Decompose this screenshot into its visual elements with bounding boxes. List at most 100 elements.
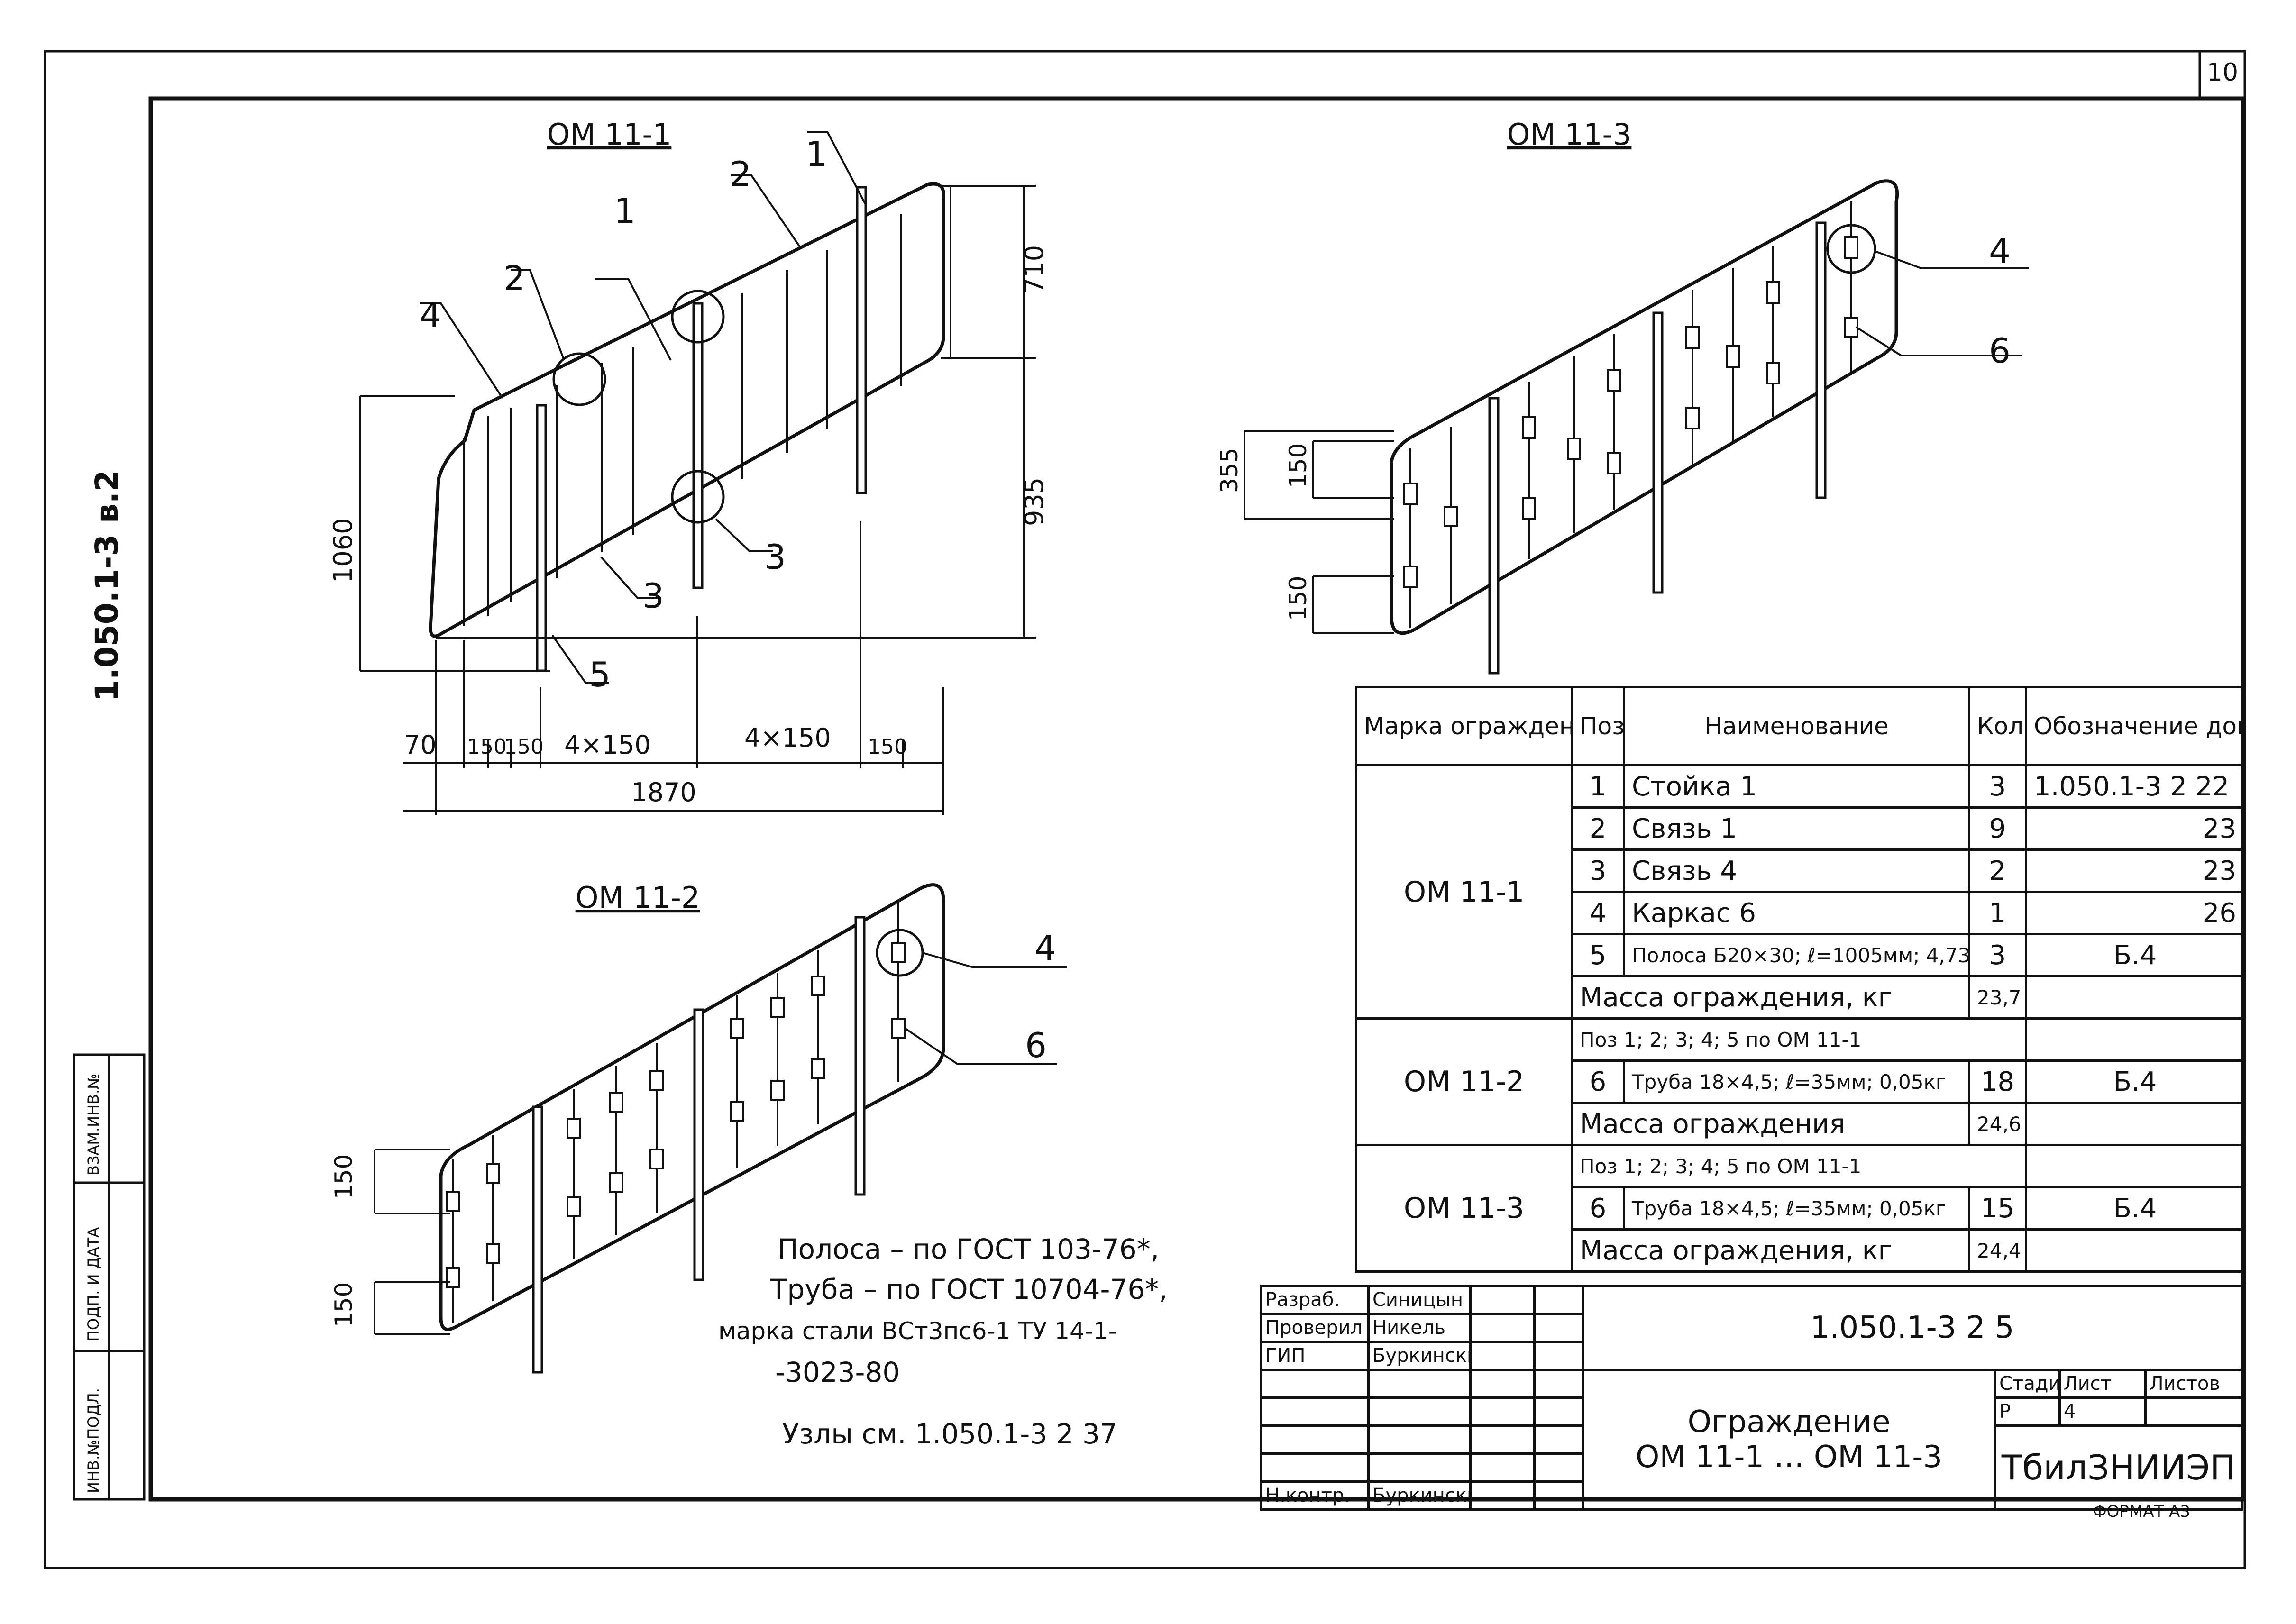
sheet-number: 4 (2058, 1396, 2147, 1427)
table-cell (2144, 1396, 2243, 1427)
om1-dim-1870: 1870 (631, 777, 696, 807)
note-line-4: -3023-80 (775, 1356, 900, 1388)
table-row: ГИПБуркинский (1260, 1341, 2242, 1371)
table-cell: Б.4 (2025, 933, 2245, 977)
table-row: Н.контр.Буркинский (1260, 1480, 2242, 1511)
table-cell (2025, 1144, 2245, 1188)
table-cell: 1 (1968, 891, 2027, 935)
drawing-om11-1: ОМ 11-1 1 2 1 (328, 117, 1049, 815)
om1-callout-2b: 2 (730, 154, 751, 194)
table-cell: Труба 18×4,5; ℓ=35мм; 0,05кг (1623, 1059, 1970, 1104)
table-cell (1260, 1369, 1370, 1399)
table-cell (1469, 1285, 1536, 1315)
table-cell: Листов (2144, 1369, 2243, 1399)
side-code: 1.050.1-3 в.2 (89, 470, 125, 702)
table-cell: 3 (1968, 764, 2027, 809)
table-row: ТбилЗНИИЭП (1260, 1424, 2243, 1511)
specification-table: Марка ограждения Поз. Наименование Кол. … (1355, 686, 2245, 1273)
om1-dim-70: 70 (404, 730, 437, 760)
table-cell: 2 (1571, 806, 1625, 851)
table-cell: Поз 1; 2; 3; 4; 5 по ОМ 11-1 (1571, 1017, 2027, 1062)
spec-header-doc: Обозначение документа (2025, 686, 2245, 766)
table-cell (1469, 1424, 1536, 1455)
table-cell: Каркас 6 (1623, 891, 1970, 935)
note-nodes: Узлы см. 1.050.1-3 2 37 (782, 1418, 1117, 1450)
table-cell: 24,6 (1968, 1102, 2027, 1146)
spec-mark-om1: ОМ 11-1 (1355, 764, 1573, 1020)
table-cell: Поз 1; 2; 3; 4; 5 по ОМ 11-1 (1571, 1144, 2027, 1188)
table-row: Разраб.Синицын 1.050.1-3 2 5 (1260, 1285, 2243, 1371)
table-cell: Б.4 (2025, 1059, 2245, 1104)
doc-code: 1.050.1-3 2 5 (1582, 1285, 2243, 1371)
om3-title: ОМ 11-3 (1507, 117, 1632, 152)
om1-callout-2a: 2 (503, 258, 525, 298)
table-cell: 2 (1968, 848, 2027, 893)
table-cell (1260, 1424, 1370, 1455)
table-cell (1367, 1452, 1472, 1483)
table-cell (1533, 1313, 1584, 1343)
table-cell: 23 (2025, 806, 2245, 851)
drawing-om11-3: ОМ 11-3 (1216, 117, 2029, 675)
table-cell (1533, 1424, 1584, 1455)
table-cell (2025, 1017, 2245, 1062)
notes-block: Полоса – по ГОСТ 103-76*, Труба – по ГОС… (718, 1233, 1168, 1450)
om1-callout-3a: 3 (764, 537, 786, 577)
table-cell (1367, 1396, 1472, 1427)
table-cell: Полоса Б20×30; ℓ=1005мм; 4,73кг (1623, 933, 1970, 977)
svg-text:ПОДП. И ДАТА: ПОДП. И ДАТА (84, 1227, 102, 1341)
table-cell (1260, 1452, 1370, 1483)
table-cell: 26 (2025, 891, 2245, 935)
om3-callout-4: 4 (1989, 231, 2011, 271)
table-row: ОМ 11-2 Поз 1; 2; 3; 4; 5 по ОМ 11-1 (1355, 1017, 2245, 1146)
om1-dim-150a: 150 (467, 735, 507, 759)
table-cell: 15 (1968, 1186, 2027, 1231)
om1-callout-4: 4 (420, 295, 441, 335)
table-cell (1367, 1424, 1472, 1455)
om1-dim-4x150b: 4×150 (744, 723, 831, 753)
table-cell: Стадия (1994, 1369, 2061, 1399)
om3-dim-150a: 150 (1284, 443, 1312, 488)
om2-callout-6: 6 (1025, 1025, 1047, 1065)
om2-dim-150b: 150 (330, 1282, 357, 1327)
spec-mark-om2: ОМ 11-2 (1355, 1017, 1573, 1146)
om1-dim-710: 710 (1019, 245, 1049, 294)
table-cell (2025, 1102, 2245, 1146)
note-line-1: Полоса – по ГОСТ 103-76*, (778, 1233, 1159, 1265)
table-cell (1533, 1396, 1584, 1427)
spec-mark-om3: ОМ 11-3 (1355, 1144, 1573, 1273)
table-row (1260, 1452, 2242, 1483)
om1-dim-935: 935 (1019, 477, 1049, 526)
table-cell (1533, 1341, 1584, 1371)
table-cell: 6 (1571, 1186, 1625, 1231)
table-cell: 9 (1968, 806, 2027, 851)
role-norm-control: Н.контр. (1260, 1480, 1370, 1511)
table-cell: 23 (2025, 848, 2245, 893)
om1-callout-1a: 1 (614, 191, 636, 231)
om3-dim-150b: 150 (1284, 576, 1312, 621)
table-cell: 3 (1968, 933, 2027, 977)
table-cell: Масса ограждения, кг (1571, 975, 1970, 1020)
table-cell (2025, 1228, 2245, 1273)
drawing-om11-2: ОМ 11-2 (330, 880, 1067, 1374)
table-cell (1469, 1452, 1536, 1483)
side-stamp: ИНВ.№ПОДЛ. ПОДП. И ДАТА ВЗАМ.ИНВ.№ (73, 1053, 146, 1501)
table-cell: 5 (1571, 933, 1625, 977)
spec-header-pos: Поз. (1571, 686, 1625, 766)
table-cell: Б.4 (2025, 1186, 2245, 1231)
note-line-3: марка стали ВСт3пс6-1 ТУ 14-1- (718, 1317, 1117, 1345)
table-cell: 1 (1571, 764, 1625, 809)
om3-dim-355: 355 (1216, 448, 1243, 493)
table-cell (1469, 1313, 1536, 1343)
table-cell: 23,7 (1968, 975, 2027, 1020)
